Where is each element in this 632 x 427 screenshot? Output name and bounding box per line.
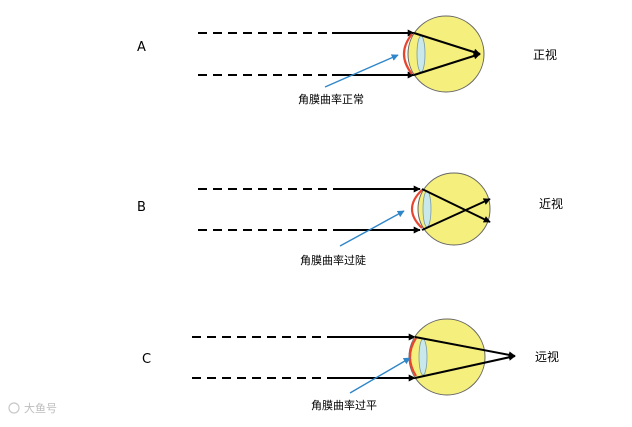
watermark-logo-icon <box>8 402 20 414</box>
condition-label: 正视 <box>533 47 557 62</box>
panel-c: C 角膜曲率过平 远视 <box>142 318 559 412</box>
condition-label: 远视 <box>535 349 559 364</box>
eyeball <box>410 172 491 246</box>
annotation-text: 角膜曲率过平 <box>311 398 377 412</box>
lens <box>416 35 426 73</box>
watermark: 大鱼号 <box>8 401 57 415</box>
pointer-arrow <box>349 357 411 394</box>
refracted-rays <box>414 336 516 379</box>
panel-label: B <box>137 200 146 215</box>
annotation-text: 角膜曲率过陡 <box>300 253 366 267</box>
panel-a: A 角膜曲率正常 正视 <box>137 15 557 106</box>
panel-label: C <box>142 352 151 367</box>
lens <box>422 190 432 228</box>
refracted-rays <box>421 188 491 231</box>
cornea <box>408 337 417 377</box>
refracted-rays <box>413 32 481 76</box>
annotation-text: 角膜曲率正常 <box>298 92 364 106</box>
cornea <box>402 33 413 75</box>
incoming-rays <box>198 185 421 234</box>
eyeball <box>408 318 486 396</box>
pointer-arrow <box>339 210 405 247</box>
incoming-rays <box>192 333 416 382</box>
incoming-rays <box>198 29 415 79</box>
panel-b: B 角膜曲率过陡 近视 <box>137 172 563 267</box>
condition-label: 近视 <box>539 196 563 211</box>
cornea <box>410 189 423 229</box>
eyeball <box>402 15 485 93</box>
panel-label: A <box>137 40 146 55</box>
pointer-arrow <box>324 54 399 88</box>
watermark-text: 大鱼号 <box>24 401 57 415</box>
lens <box>418 338 428 376</box>
